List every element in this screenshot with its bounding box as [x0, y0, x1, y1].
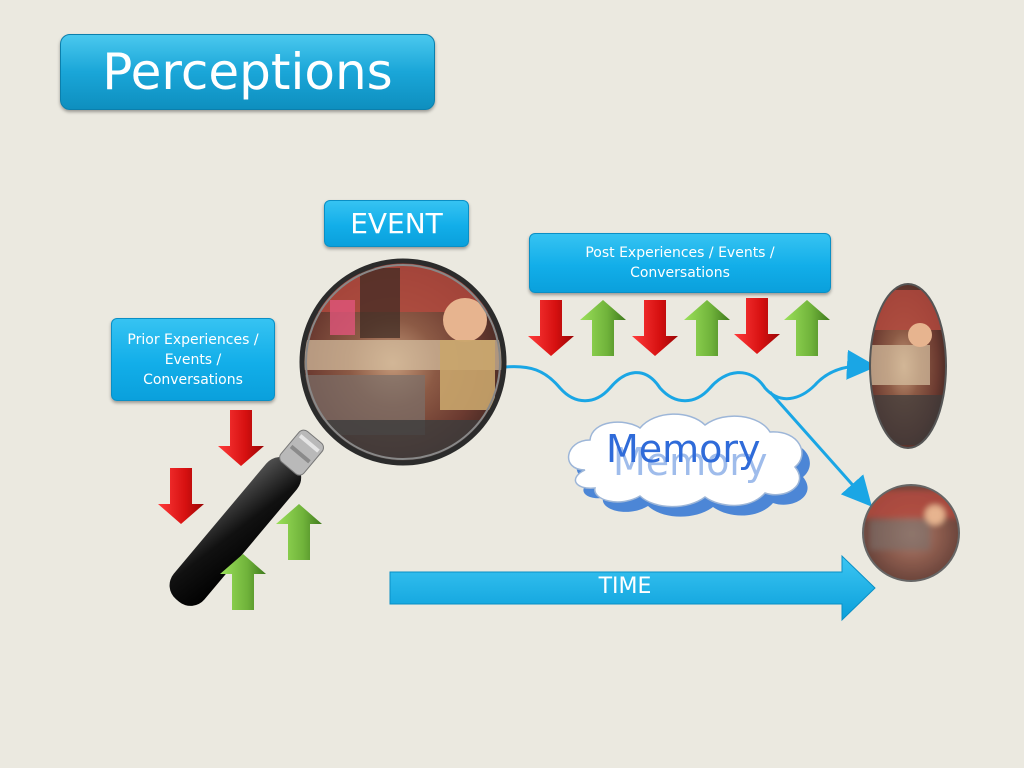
flow-branch-line [768, 391, 872, 507]
flow-wave-line [504, 349, 877, 403]
red-down-arrow-icon [218, 410, 264, 466]
prior-experiences-box: Prior Experiences / Events / Conversatio… [111, 318, 275, 401]
post-arrows [528, 298, 830, 356]
red-down-arrow-icon [734, 298, 780, 354]
red-down-arrow-icon [528, 300, 574, 356]
title-box: Perceptions [60, 34, 435, 110]
prior-arrows [158, 410, 322, 610]
red-down-arrow-icon [158, 468, 204, 524]
oval-memory-image [869, 283, 947, 449]
event-label: EVENT [350, 207, 443, 240]
green-up-arrow-icon [276, 504, 322, 560]
green-up-arrow-icon [684, 300, 730, 356]
post-experiences-label: Post Experiences / Events / Conversation… [585, 245, 775, 281]
memory-label-shadow: Memory [613, 440, 768, 484]
prior-experiences-label: Prior Experiences / Events / Conversatio… [127, 331, 259, 388]
green-up-arrow-icon [220, 554, 266, 610]
cloud-icon [567, 413, 810, 517]
page-title: Perceptions [102, 43, 393, 101]
event-box: EVENT [324, 200, 469, 247]
green-up-arrow-icon [784, 300, 830, 356]
time-label: TIME [598, 574, 652, 599]
green-up-arrow-icon [580, 300, 626, 356]
blurred-memory-image [862, 484, 960, 582]
red-down-arrow-icon [632, 300, 678, 356]
memory-label: Memory [606, 427, 761, 471]
post-experiences-box: Post Experiences / Events / Conversation… [529, 233, 831, 293]
time-arrow [389, 554, 876, 622]
magnifying-glass-icon [169, 258, 507, 606]
